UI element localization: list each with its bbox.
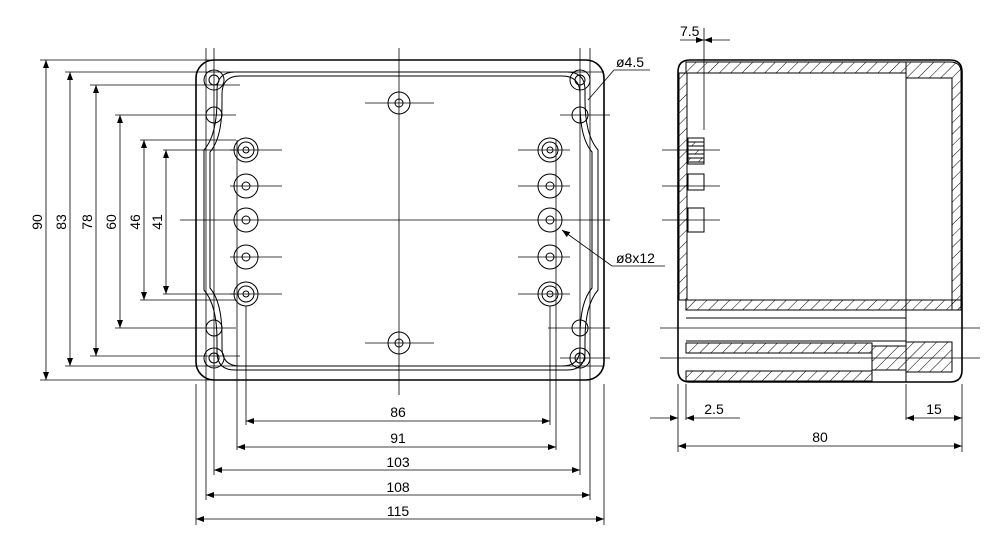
dim-86: 86 [390,404,406,420]
side-outline [677,59,963,383]
screw-insert [871,341,953,373]
mount-boss-top [365,91,434,115]
lid-inner-outline [203,71,599,371]
gland-slot-2 [687,173,705,191]
gland-slot-1 [687,137,705,165]
dim-83: 83 [53,214,69,230]
gland-size-label: ø8x12 [616,250,655,266]
dim-80: 80 [812,429,828,445]
side-dimensions: 7.5 2.5 15 80 [650,23,962,449]
dim-2-5: 2.5 [704,401,724,417]
lid-section [905,61,962,311]
width-dimensions: 86 91 103 108 115 [196,404,604,522]
dim-103: 103 [386,454,410,470]
side-view: 7.5 2.5 15 80 [650,23,980,452]
lid-inner-outline-2 [209,75,593,367]
height-dimensions: 90 83 78 60 46 41 [29,60,169,380]
dim-90: 90 [29,214,45,230]
hole-diameter-label: ø4.5 [616,54,644,70]
front-view: 86 91 103 108 115 90 83 78 60 46 41 [29,48,665,525]
dim-41: 41 [149,214,165,230]
dim-78: 78 [79,214,95,230]
hole-callout: ø4.5 [587,54,650,101]
gland-callout: ø8x12 [561,229,665,267]
dim-91: 91 [390,430,406,446]
dim-115: 115 [387,503,410,519]
dim-46: 46 [127,214,143,230]
gland-column-right [518,137,570,307]
dim-7-5: 7.5 [680,23,700,39]
dim-60: 60 [103,214,119,230]
dim-108: 108 [386,479,410,495]
gland-column-left [230,137,282,307]
mount-boss-bottom [365,331,434,355]
dim-15: 15 [926,401,942,417]
